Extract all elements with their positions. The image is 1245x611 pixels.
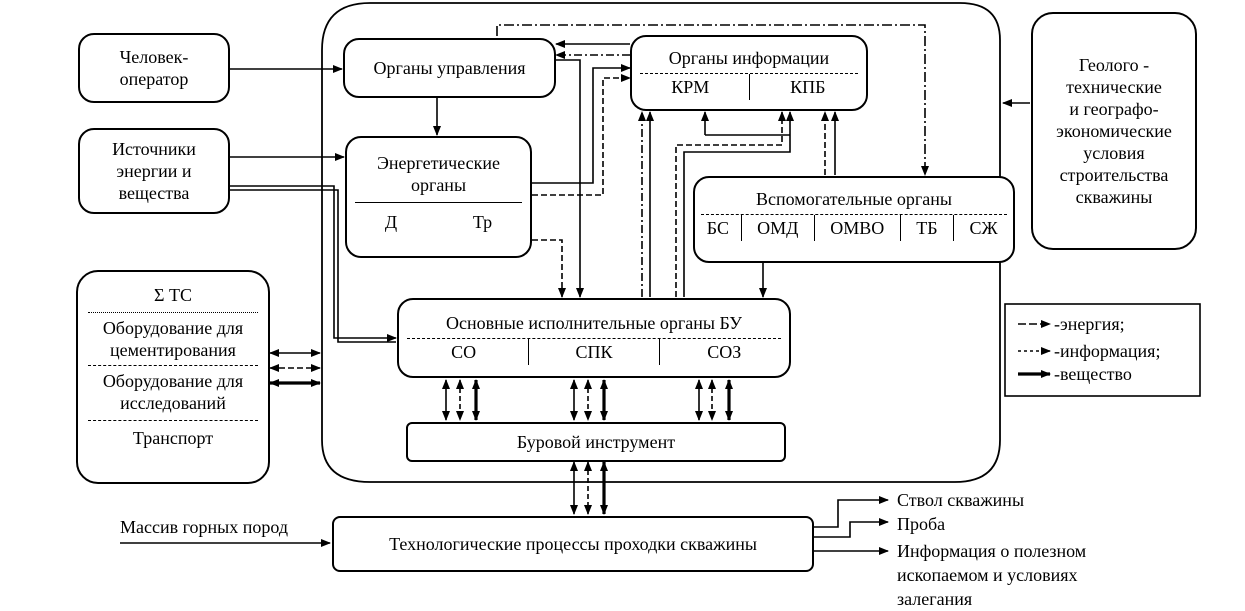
control-organs-box: Органы управления: [343, 38, 556, 98]
info-part-krm: КРМ: [671, 77, 710, 97]
drill-tool-label: Буровой инструмент: [516, 432, 676, 452]
operator-box: Человек- оператор: [78, 33, 230, 103]
aux-part-szh: СЖ: [953, 215, 1013, 241]
aux-part-tb: ТБ: [899, 215, 953, 241]
conditions-box: Геолого - технические и географо- эконом…: [1031, 12, 1197, 250]
conditions-line-4: экономические: [1056, 121, 1172, 141]
operator-label-2: оператор: [119, 69, 189, 89]
output-info-line1: Информация о полезном: [897, 541, 1087, 561]
info-organs-box: Органы информации КРМ КПБ: [630, 35, 868, 111]
rock-mass-label: Массив горных пород: [120, 517, 289, 537]
main-exec-label: Основные исполнительные органы БУ: [446, 313, 742, 333]
ts-item2-line1: Оборудование для: [102, 371, 244, 391]
aux-part-omd: ОМД: [740, 215, 814, 241]
control-label: Органы управления: [373, 58, 526, 78]
drill-tool-box: Буровой инструмент: [406, 422, 786, 462]
ts-item1-line1: Оборудование для: [102, 318, 244, 338]
energetic-line-2: органы: [410, 175, 467, 195]
output-sample: Проба: [897, 514, 946, 534]
conditions-line-1: Геолого -: [1078, 55, 1150, 75]
aux-part-bs: БС: [706, 218, 729, 238]
legend-substance: -вещество: [1054, 364, 1132, 384]
conditions-line-7: скважины: [1075, 187, 1153, 207]
process-box: Технологические процессы проходки скважи…: [332, 516, 814, 572]
output-info-line3: залегания: [897, 589, 973, 609]
exec-part-so: СО: [451, 342, 477, 362]
energetic-organs-box: Энергетические органы Д Тр: [345, 136, 532, 258]
operator-label-1: Человек-: [119, 47, 189, 67]
conditions-line-6: строительства: [1059, 165, 1169, 185]
main-executive-organs-box: Основные исполнительные органы БУ СО СПК…: [397, 298, 791, 378]
energy-sources-box: Источники энергии и вещества: [78, 128, 230, 214]
output-info-line2: ископаемом и условиях: [897, 565, 1078, 585]
energetic-part-d: Д: [384, 212, 398, 232]
ts-item3: Транспорт: [132, 428, 214, 448]
legend-frame: [1004, 303, 1201, 397]
exec-part-soz: СОЗ: [658, 339, 789, 365]
auxiliary-label: Вспомогательные органы: [756, 189, 952, 209]
exec-part-spk: СПК: [528, 339, 658, 365]
process-label: Технологические процессы проходки скважи…: [389, 534, 757, 554]
energetic-line-1: Энергетические: [377, 153, 500, 173]
conditions-line-2: технические: [1066, 77, 1162, 97]
legend-energy: -энергия;: [1054, 314, 1125, 334]
technical-means-box: Σ ТС Оборудование для цементирования Обо…: [76, 270, 270, 484]
info-label: Органы информации: [668, 48, 830, 68]
sources-line-2: энергии и: [116, 161, 192, 181]
sources-line-3: вещества: [118, 183, 190, 203]
legend-information: -информация;: [1054, 341, 1161, 361]
ts-title: Σ ТС: [154, 285, 192, 305]
info-part-kpb: КПБ: [748, 74, 867, 100]
conditions-line-3: и географо-: [1069, 99, 1159, 119]
system-boundary: [321, 2, 1001, 483]
ts-item2-line2: исследований: [120, 393, 226, 413]
exec-tool-arrows: [442, 379, 733, 421]
ts-item1-line2: цементирования: [110, 340, 236, 360]
output-wellbore: Ствол скважины: [897, 490, 1025, 510]
auxiliary-organs-box: Вспомогательные органы БС ОМД ОМВО ТБ СЖ: [693, 176, 1015, 263]
energetic-part-tr: Тр: [472, 212, 493, 232]
conditions-line-5: условия: [1083, 143, 1145, 163]
sources-line-1: Источники: [112, 139, 196, 159]
aux-part-omvo: ОМВО: [813, 215, 900, 241]
